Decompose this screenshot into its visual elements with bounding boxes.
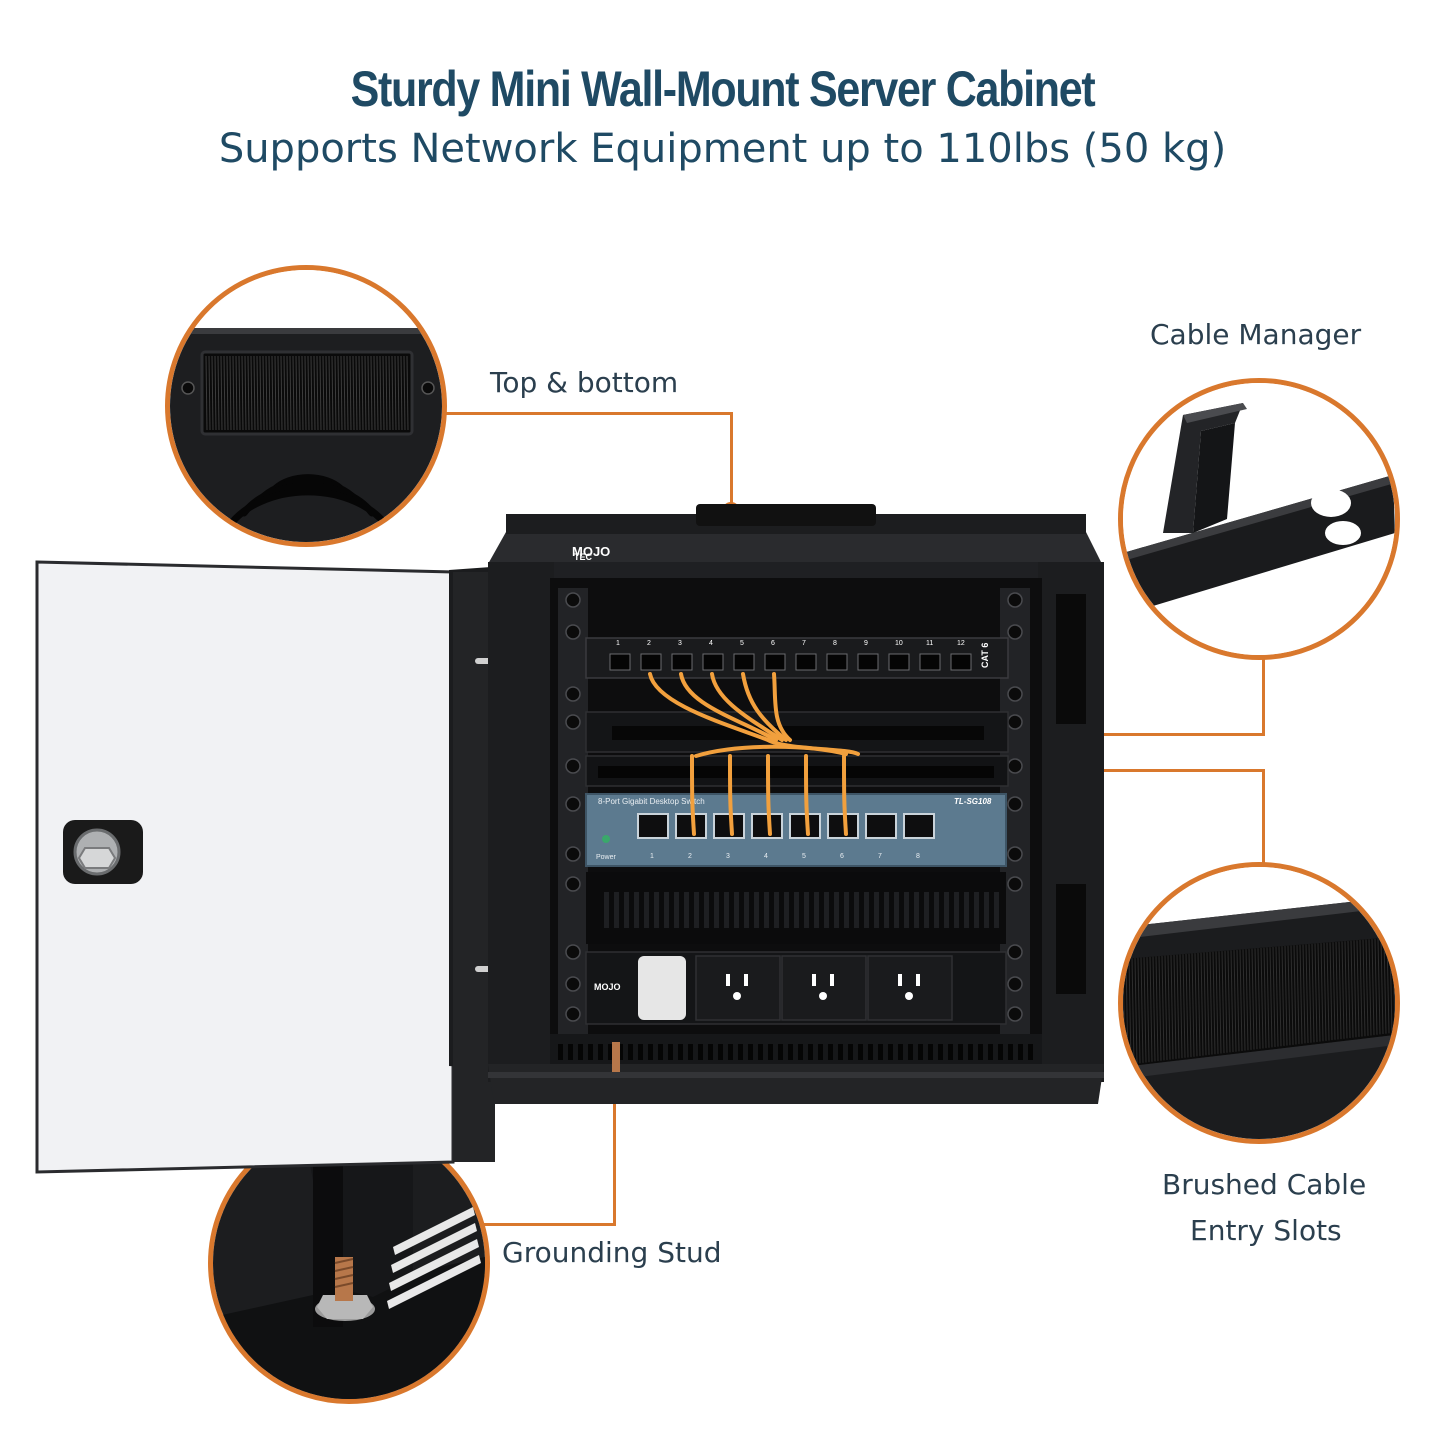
- switch-port: [789, 813, 821, 839]
- switch-port-number: 4: [764, 853, 768, 860]
- patch-port-number: 3: [678, 640, 682, 647]
- page-subtitle: Supports Network Equipment up to 110lbs …: [218, 126, 1227, 172]
- patch-port-number: 7: [802, 640, 806, 647]
- detail-top-brush-panel: [165, 265, 447, 547]
- patch-port-number: 8: [833, 640, 837, 647]
- switch-model: TL-SG108: [954, 797, 992, 806]
- door-lock-icon: [63, 820, 143, 884]
- patch-port: [826, 653, 848, 671]
- brand-label-pdu: MOJO: [594, 982, 621, 992]
- patch-port-number: 4: [709, 640, 713, 647]
- detail-brushed-entry-slot: [1118, 862, 1400, 1144]
- brand-label-top: MOJO: [572, 544, 611, 559]
- switch-port: [827, 813, 859, 839]
- patch-port: [857, 653, 879, 671]
- callout-brushed-label-line1: Brushed Cable: [1162, 1168, 1367, 1201]
- patch-port: [888, 653, 910, 671]
- callout-grounding-label: Grounding Stud: [502, 1236, 722, 1269]
- patch-port: [795, 653, 817, 671]
- patch-port-number: 12: [957, 640, 965, 647]
- patch-port: [640, 653, 662, 671]
- patch-port-number: 1: [616, 640, 620, 647]
- patch-port-number: 6: [771, 640, 775, 647]
- switch-port-number: 1: [650, 853, 654, 860]
- switch-port: [903, 813, 935, 839]
- patch-cables: [648, 672, 860, 836]
- switch-power-label: Power: [596, 854, 616, 861]
- patch-port-number: 10: [895, 640, 903, 647]
- switch-port-number: 7: [878, 853, 882, 860]
- detail-cable-manager: [1118, 378, 1400, 660]
- patch-port: [919, 653, 941, 671]
- patch-port-number: 5: [740, 640, 744, 647]
- svg-text:TEC: TEC: [574, 552, 593, 562]
- callout-brushed-label-line2: Entry Slots: [1190, 1214, 1342, 1247]
- patch-port: [764, 653, 786, 671]
- switch-port-number: 2: [688, 853, 692, 860]
- switch-port-number: 3: [726, 853, 730, 860]
- patch-port: [733, 653, 755, 671]
- server-cabinet: TEC CAT 6 MOJO 8-Port Gigabit Desktop Sw…: [486, 504, 1106, 1108]
- svg-text:CAT 6: CAT 6: [980, 643, 990, 668]
- switch-port-number: 5: [802, 853, 806, 860]
- detail-grounding-stud: [208, 1122, 490, 1404]
- switch-port: [865, 813, 897, 839]
- switch-port-number: 6: [840, 853, 844, 860]
- switch-port: [637, 813, 669, 839]
- patch-port-number: 9: [864, 640, 868, 647]
- patch-port: [609, 653, 631, 671]
- patch-port: [671, 653, 693, 671]
- patch-port: [950, 653, 972, 671]
- patch-port-number: 2: [647, 640, 651, 647]
- patch-port-number: 11: [926, 640, 934, 647]
- switch-port-number: 8: [916, 853, 920, 860]
- cabinet-glass-door[interactable]: [35, 558, 515, 1176]
- page-title: Sturdy Mini Wall-Mount Server Cabinet: [350, 61, 1096, 117]
- patch-port: [702, 653, 724, 671]
- callout-top-bottom-label: Top & bottom: [490, 366, 679, 399]
- switch-description: 8-Port Gigabit Desktop Switch: [598, 797, 705, 806]
- callout-cable-manager-label: Cable Manager: [1150, 318, 1362, 351]
